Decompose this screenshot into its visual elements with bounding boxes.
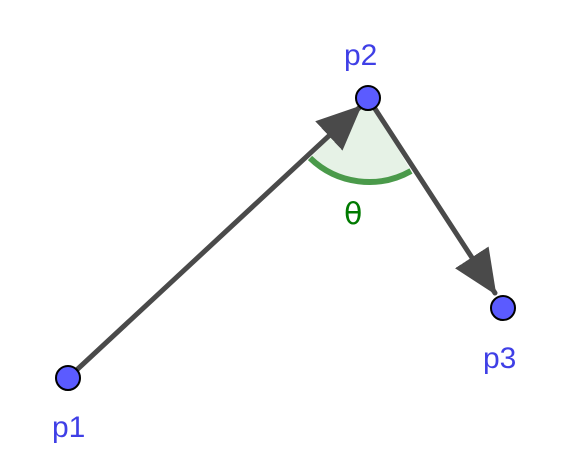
vector-p2-p3	[365, 95, 498, 296]
angle-label-theta: θ	[344, 197, 362, 232]
point-label-p2: p2	[344, 39, 377, 72]
point-p2[interactable]	[355, 85, 381, 111]
point-p3[interactable]	[490, 295, 516, 321]
point-p1[interactable]	[55, 365, 81, 391]
point-label-p3: p3	[483, 342, 516, 375]
point-label-p1: p1	[52, 411, 85, 444]
vector-p1-p2	[65, 104, 363, 381]
angle-arc	[307, 155, 413, 185]
